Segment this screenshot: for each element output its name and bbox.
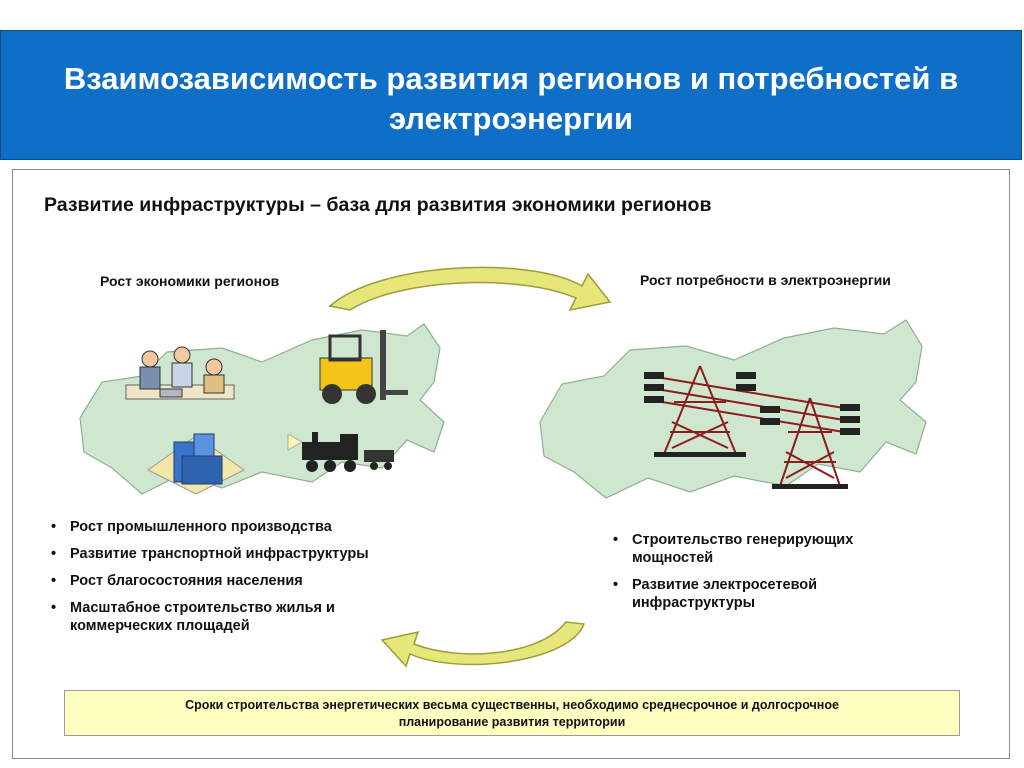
building-icon <box>147 433 245 495</box>
left-bullet-list: • Рост промышленного производства • Развит… <box>48 518 468 644</box>
list-item: • Развитие транспортной инфраструктуры <box>48 545 468 563</box>
list-item-text: Развитие электросетевой инфраструктуры <box>632 577 818 611</box>
bullet-icon: • <box>51 573 57 589</box>
right-bullet-list: • Строительство генерирующих мощностей • Р… <box>610 531 910 621</box>
list-item-text: Масштабное строительство жилья и коммерч… <box>70 600 335 634</box>
page-title: Взаимозависимость развития регионов и по… <box>1 59 1021 139</box>
top-cycle-arrow-icon <box>328 266 612 312</box>
note-line-2: планирование развития территории <box>398 715 626 729</box>
note-line-1: Сроки строительства энергетических весьм… <box>185 698 839 712</box>
list-item: • Рост промышленного производства <box>48 518 468 536</box>
forklift-icon <box>319 330 408 404</box>
list-item-text: Строительство генерирующих мощностей <box>632 532 854 566</box>
list-item: • Рост благосостояния населения <box>48 572 468 590</box>
bullet-icon: • <box>51 546 57 562</box>
right-diagram-label: Рост потребности в электроэнергии <box>640 272 891 288</box>
power-tower-icon <box>644 365 860 489</box>
list-item-text: Развитие транспортной инфраструктуры <box>70 546 369 562</box>
page-title-line-1: Взаимозависимость развития регионов и по… <box>63 61 959 96</box>
title-bar: Взаимозависимость развития регионов и по… <box>0 30 1022 160</box>
bullet-icon: • <box>613 532 619 548</box>
list-item-text: Рост промышленного производства <box>70 519 332 535</box>
people-meeting-icon <box>125 346 235 400</box>
bullet-icon: • <box>51 600 57 616</box>
slide-subtitle: Развитие инфраструктуры – база для разви… <box>44 194 712 216</box>
bullet-icon: • <box>51 519 57 535</box>
planning-note-box: Сроки строительства энергетических весьм… <box>64 690 960 736</box>
list-item: • Строительство генерирующих мощностей <box>610 531 910 567</box>
bottom-cycle-arrow-icon <box>380 621 586 668</box>
list-item: • Масштабное строительство жилья и коммер… <box>48 599 420 635</box>
left-diagram-label: Рост экономики регионов <box>100 273 280 289</box>
bullet-icon: • <box>613 577 619 593</box>
locomotive-icon <box>287 432 394 472</box>
list-item-text: Рост благосостояния населения <box>70 573 303 589</box>
list-item: • Развитие электросетевой инфраструктуры <box>610 576 910 612</box>
page-title-line-2: электроэнергии <box>388 101 634 136</box>
